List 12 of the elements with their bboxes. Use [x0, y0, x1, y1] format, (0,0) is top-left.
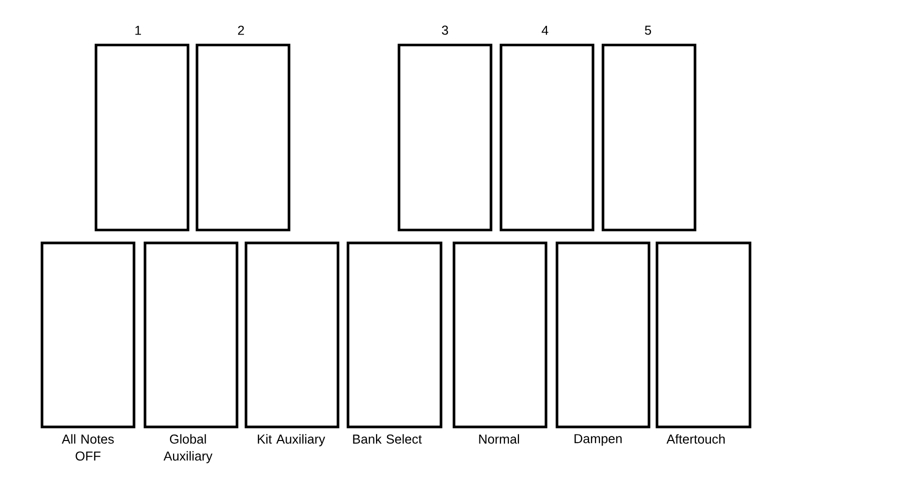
key-number: 4 — [542, 26, 548, 35]
key-label: Kit Auxiliary — [258, 434, 326, 446]
key-label: Dampen — [574, 434, 622, 446]
key-label: Bank Select — [353, 434, 422, 444]
key-number: 5 — [644, 26, 652, 35]
key-number: 3 — [442, 26, 448, 35]
key-number: 2 — [238, 26, 244, 35]
key-label: All Notes OFF — [62, 434, 114, 461]
key-number: 1 — [135, 26, 141, 35]
key-label: Global Auxiliary — [164, 434, 212, 464]
key-label: Aftertouch — [666, 434, 725, 444]
key-label: Normal — [479, 434, 519, 444]
